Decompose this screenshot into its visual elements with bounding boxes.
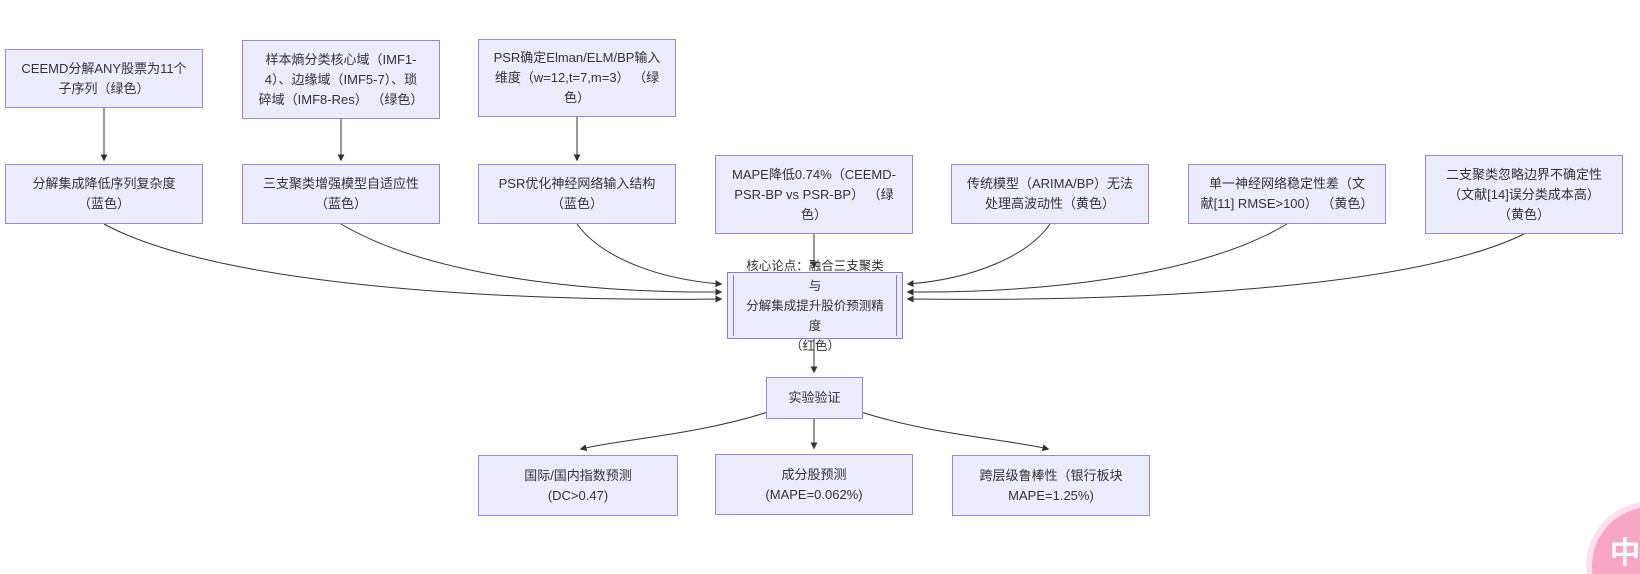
node-decomposition-benefit: 分解集成降低序列复杂度 （蓝色） [5,164,203,224]
core-thesis-label: 核心论点：融合三支聚类与 分解集成提升股价预测精度 （红色） [746,258,884,353]
node-experiment-validation: 实验验证 [766,377,863,419]
edge-traditional-to-core [906,223,1051,288]
node-stock-prediction: 成分股预测 (MAPE=0.062%) [715,454,913,515]
node-psr-dimension: PSR确定Elman/ELM/BP输入 维度（w=12,t=7,m=3） （绿 … [478,39,676,117]
node-mape-gain: MAPE降低0.74%（CEEMD- PSR-BP vs PSR-BP） （绿 … [715,155,913,234]
node-traditional-limit: 传统模型（ARIMA/BP）无法 处理高波动性（黄色） [951,164,1149,224]
edge-singlenn-to-core [906,223,1288,296]
node-two-way-limit: 二支聚类忽略边界不确定性 （文献[14]误分类成本高） （黄色） [1425,155,1623,234]
edge-threeway-to-core [340,223,723,296]
node-core-thesis: 核心论点：融合三支聚类与 分解集成提升股价预测精度 （红色） [727,259,903,353]
node-psr-benefit: PSR优化神经网络输入结构 （蓝色） [478,164,676,224]
subroutine-bar-left [733,275,734,336]
translate-badge-label: 中A [1610,537,1640,570]
node-sample-entropy: 样本熵分类核心域（IMF1- 4）、边缘域（IMF5-7）、琐 碎域（IMF8-… [242,40,440,119]
subroutine-bar-right [896,275,897,336]
edge-experiment-to-robust [857,410,1050,452]
edge-experiment-to-index [579,410,772,452]
node-three-way-benefit: 三支聚类增强模型自适应性 （蓝色） [242,164,440,224]
translate-badge[interactable]: 中A [1592,507,1640,574]
edge-twoway-to-core [906,233,1525,303]
edge-decomp-to-core [103,223,723,303]
node-ceemd-decompose: CEEMD分解ANY股票为11个 子序列（绿色） [5,49,203,108]
node-index-prediction: 国际/国内指数预测 (DC>0.47) [478,455,678,516]
node-single-nn-limit: 单一神经网络稳定性差（文 献[11] RMSE>100） （黄色） [1188,164,1386,224]
edge-psrbenefit-to-core [576,223,723,288]
node-robustness: 跨层级鲁棒性（银行板块 MAPE=1.25%) [952,455,1150,516]
